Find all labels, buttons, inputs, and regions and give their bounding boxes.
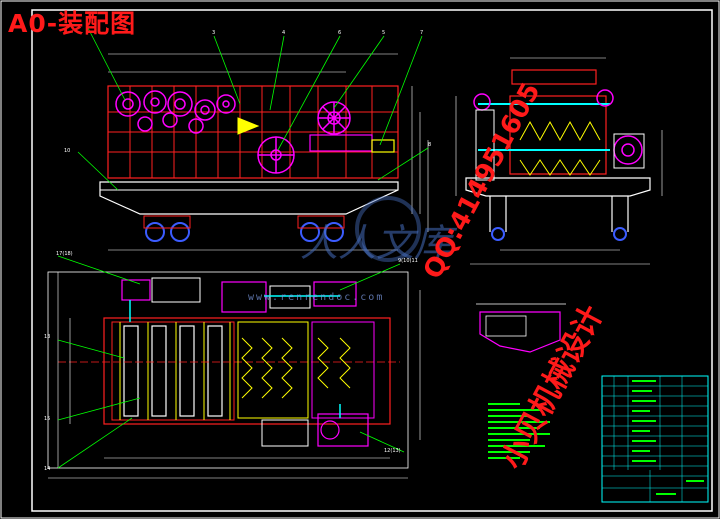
callout-8: 8 — [428, 142, 432, 148]
watermark-url: www.renrendoc.com — [248, 292, 385, 303]
callout-10: 10 — [64, 148, 71, 154]
watermark-brand: 人人文库 — [300, 221, 453, 265]
detail-view — [476, 303, 566, 459]
top-view — [47, 255, 421, 479]
callout-4: 4 — [282, 30, 286, 36]
inner-frame — [31, 9, 713, 512]
callout-7: 7 — [420, 30, 424, 36]
callout-11: 9(10)11 — [398, 258, 418, 264]
title-block — [601, 375, 709, 503]
front-view — [77, 27, 429, 251]
callout-14: 14 — [44, 466, 51, 472]
callout-3: 3 — [212, 30, 216, 36]
callout-5: 5 — [382, 30, 386, 36]
callout-6: 6 — [338, 30, 342, 36]
callout-13: 13 — [44, 334, 51, 340]
watermark-logo — [355, 196, 421, 262]
callout-15: 15 — [44, 416, 51, 422]
callout-17: 17(18) — [56, 251, 73, 257]
side-view — [455, 57, 663, 265]
drawing-title: A0-装配图 — [8, 9, 137, 38]
callout-12: 12(13) — [384, 448, 401, 454]
